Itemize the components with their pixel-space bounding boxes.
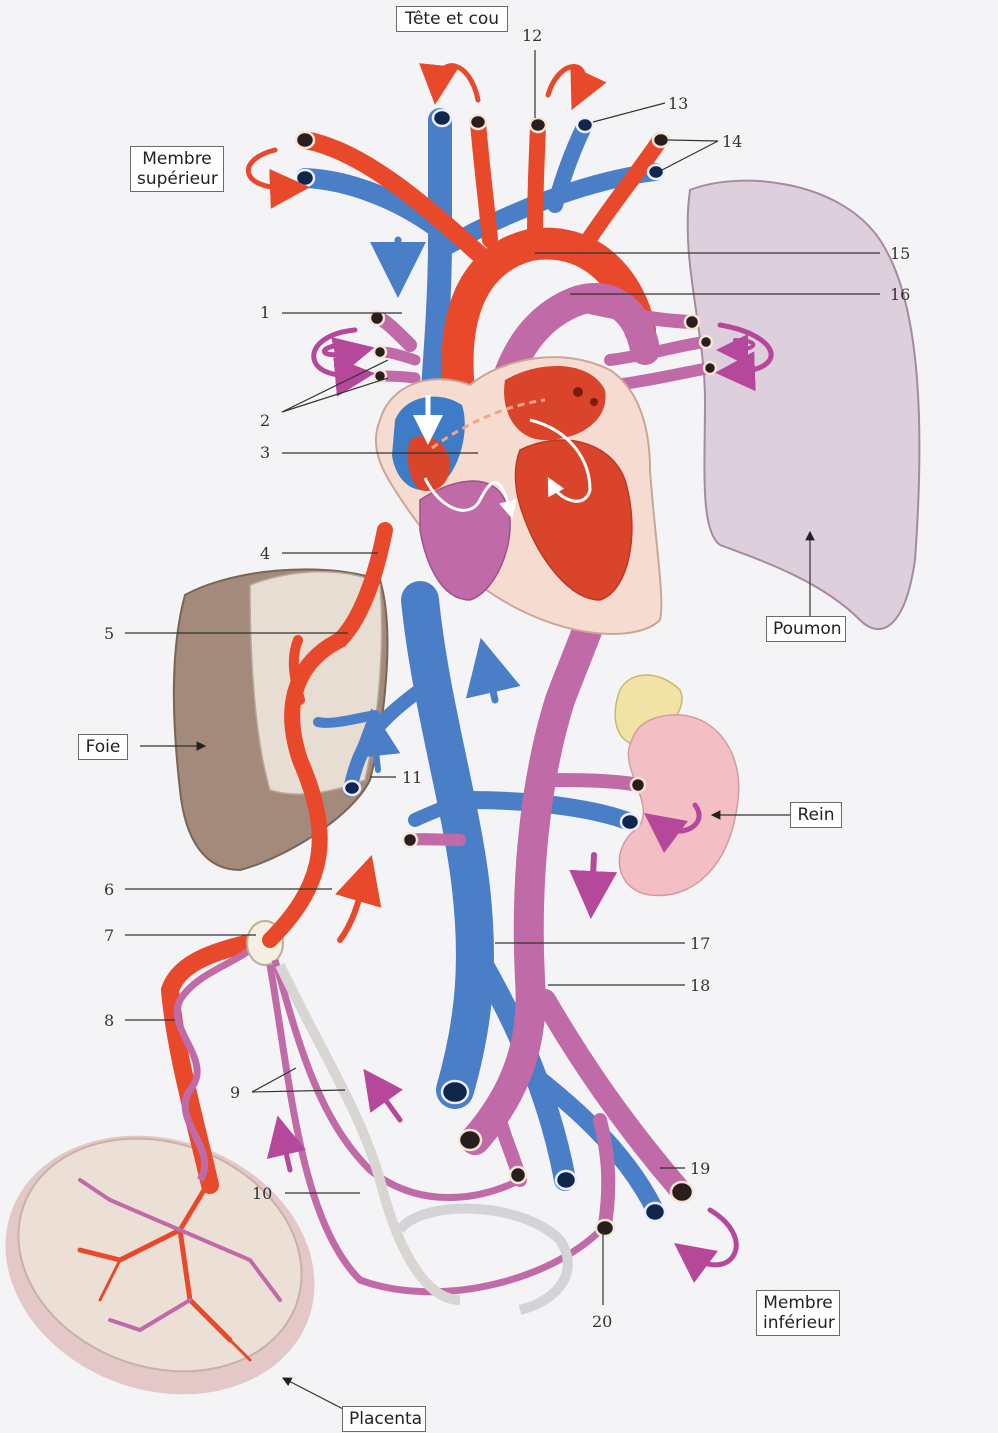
hepatic-up-arrow [374,732,378,770]
aorta-down-arrow [592,855,594,895]
callout-4: 4 [260,544,270,563]
callout-1: 1 [260,303,270,322]
head-out-arrow-left [437,66,478,100]
callout-17: 17 [690,934,710,953]
lower-limb-arrow [690,1210,736,1265]
callout-3: 3 [260,443,270,462]
label-lung-text: Poumon [773,619,839,639]
pulmonary-vein-lower [615,368,710,385]
label-placenta-text: Placenta [349,1409,419,1429]
callout-15: 15 [890,244,910,263]
portal-branch [294,640,300,700]
label-liver: Foie [78,734,128,760]
label-placenta: Placenta [342,1406,426,1432]
umbilical-vein-up-arrow [340,878,365,940]
label-lower-limb-line1: Membre [763,1293,833,1313]
label-lung: Poumon [766,616,846,642]
umbilical-artery-arrow-2 [282,1135,290,1170]
callout-2: 2 [260,411,270,430]
renal-artery [545,780,640,785]
callout-16: 16 [890,285,910,304]
ivc-up-arrow [487,665,495,700]
label-upper-limb-line2: supérieur [137,169,217,189]
upper-limb-arrow [248,150,290,188]
callout-7: 7 [104,926,114,945]
callout-14: 14 [722,132,742,151]
lung-shape [688,181,920,629]
pulmonary-vein-opening [590,398,598,406]
label-lower-limb-line2: inférieur [763,1313,833,1333]
label-kidney: Rein [790,802,842,828]
callout-12: 12 [522,26,542,45]
pulmonary-vein-openings [573,387,583,397]
umbilical-artery-arrow-1 [375,1085,400,1120]
label-liver-text: Foie [85,737,121,757]
label-upper-limb-line1: Membre [137,149,217,169]
callout-9: 9 [230,1083,240,1102]
callout-13: 13 [668,94,688,113]
label-lower-limb: Membre inférieur [756,1290,840,1336]
kidney-shape [619,715,738,896]
callout-18: 18 [690,976,710,995]
callout-11: 11 [402,768,422,787]
callout-5: 5 [104,624,114,643]
callout-19: 19 [690,1159,710,1178]
callout-20: 20 [592,1312,612,1331]
callout-6: 6 [104,880,114,899]
callout-10: 10 [252,1184,272,1203]
pulmonary-return-arrow-left-2 [324,345,355,355]
label-head-neck-text: Tête et cou [403,9,501,29]
callout-8: 8 [104,1011,114,1030]
label-upper-limb: Membre supérieur [130,146,224,192]
label-head-neck: Tête et cou [396,6,508,32]
left-carotid-artery [535,125,538,235]
internal-iliac [600,1120,608,1225]
head-in-arrow-right [548,66,584,95]
label-kidney-text: Rein [797,805,835,825]
